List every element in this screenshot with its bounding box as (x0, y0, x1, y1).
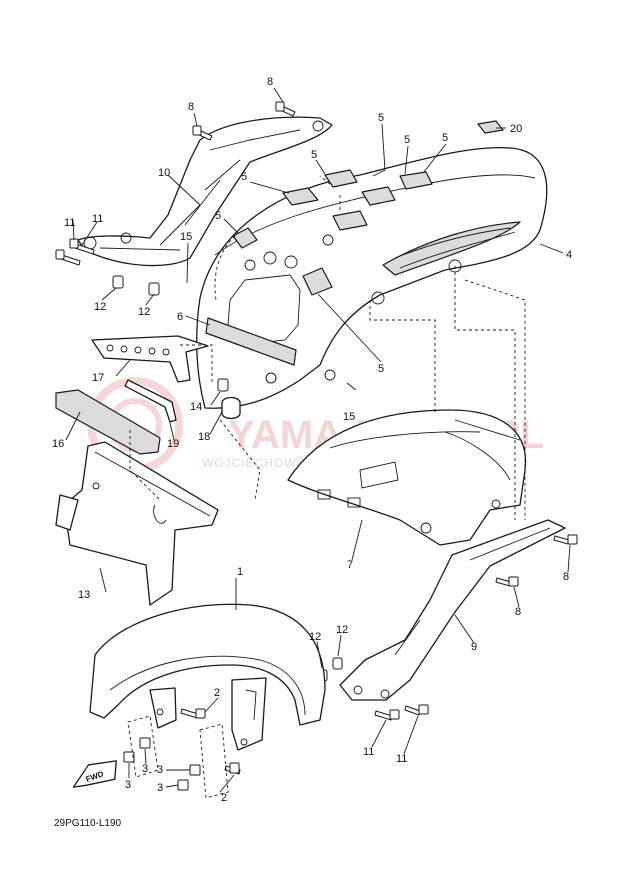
callout-1: 1 (237, 566, 243, 578)
side-stay-9-part[interactable] (339, 519, 566, 701)
bolt-2-lower (224, 762, 241, 775)
callout-9: 9 (471, 641, 477, 653)
callout-6: 6 (177, 311, 183, 323)
mount-box-right (199, 723, 229, 799)
collar-12-left-a (112, 275, 124, 289)
callout-13: 13 (78, 589, 90, 601)
band-19-part (124, 379, 177, 423)
bolt-8-lower-middle (495, 576, 519, 587)
bolt-8-top-left (192, 125, 213, 141)
rear-seat-cover-part[interactable] (196, 146, 548, 409)
callout-12: 12 (94, 301, 106, 313)
callout-4: 4 (566, 249, 572, 261)
callout-5: 5 (378, 112, 384, 124)
callout-3: 3 (157, 782, 163, 794)
callout-5: 5 (215, 210, 221, 222)
callout-2: 2 (221, 792, 227, 804)
callout-8: 8 (267, 76, 273, 88)
callout-12: 12 (138, 306, 150, 318)
collar-12-left-b (148, 282, 160, 296)
reflector-16-part (55, 389, 161, 455)
callout-8: 8 (563, 571, 569, 583)
callout-5: 5 (378, 363, 384, 375)
bolt-11-upper (69, 238, 95, 255)
callout-3: 3 (125, 779, 131, 791)
damper-18-part (221, 396, 241, 420)
inner-fender-7-part[interactable] (287, 409, 527, 546)
sticker-20-part (477, 120, 504, 134)
callout-5: 5 (241, 171, 247, 183)
callout-3: 3 (142, 763, 148, 775)
callout-15: 15 (180, 231, 192, 243)
callout-11: 11 (92, 213, 103, 225)
callout-15: 15 (343, 411, 355, 423)
callout-10: 10 (158, 167, 170, 179)
bolt-3-b (139, 737, 151, 749)
callout-12: 12 (309, 631, 321, 643)
callout-5: 5 (311, 149, 317, 161)
bolt-3-d (177, 779, 189, 791)
callout-12: 12 (336, 624, 348, 636)
callout-5: 5 (442, 132, 448, 144)
bolt-3-c (189, 764, 201, 776)
callout-18: 18 (198, 431, 210, 443)
front-fender-1-part[interactable] (89, 603, 326, 751)
leader-lines (65, 87, 571, 793)
bracket-17-part (91, 335, 209, 383)
fwd-direction-badge: FWD (72, 760, 117, 788)
callout-17: 17 (92, 372, 104, 384)
collar-12-lower-b (332, 657, 343, 670)
license-bracket-13-part[interactable] (55, 441, 219, 606)
bolt-11-lower (55, 249, 81, 266)
bolt-11-lower-right (404, 704, 429, 716)
callout-3: 3 (157, 764, 163, 776)
bolt-2-upper (180, 708, 206, 719)
callout-8: 8 (515, 606, 521, 618)
callout-11: 11 (396, 753, 407, 765)
bolt-8-lower-right (553, 534, 578, 545)
bolt-11-lower-left (374, 709, 400, 721)
callout-20: 20 (510, 123, 522, 135)
callout-5: 5 (404, 134, 410, 146)
callout-11: 11 (363, 746, 374, 758)
alignment-lines (129, 175, 526, 520)
callout-16: 16 (52, 438, 64, 450)
grommet-part (265, 372, 277, 384)
callout-11: 11 (64, 217, 75, 229)
bolt-8-top-right (275, 101, 296, 117)
callout-labels: 8 8 20 5 5 5 5 5 5 5 10 11 11 12 12 4 15… (52, 76, 572, 804)
callout-14: 14 (190, 401, 202, 413)
callout-8: 8 (188, 101, 194, 113)
callout-2: 2 (214, 687, 220, 699)
reflector-strip-6-part (205, 317, 297, 366)
callout-7: 7 (347, 559, 353, 571)
nut-14-part (217, 378, 229, 392)
diagram-reference-code: 29PG110-L190 (54, 818, 122, 829)
bolt-3-a (123, 751, 135, 763)
callout-19: 19 (167, 438, 179, 450)
